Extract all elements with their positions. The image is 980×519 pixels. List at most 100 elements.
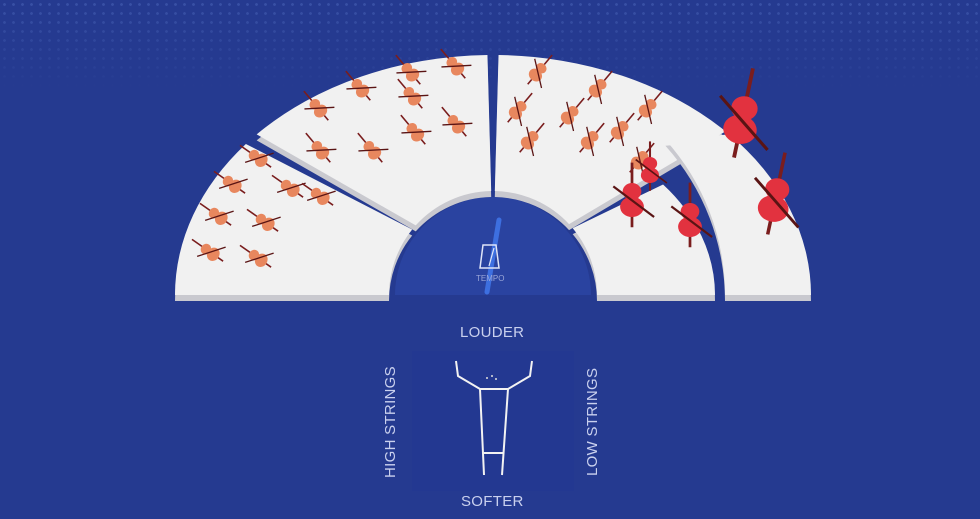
instrument-icon[interactable]	[295, 83, 338, 128]
bow	[526, 126, 535, 157]
instrument-icon[interactable]	[234, 135, 279, 176]
instrument-body-upper	[567, 105, 579, 117]
tempo-label: TEMPO	[476, 274, 505, 283]
instrument-icon[interactable]	[433, 99, 476, 144]
camera-pose-view	[412, 351, 574, 491]
softer-label: SOFTER	[461, 493, 524, 510]
instrument-icon[interactable]	[297, 125, 340, 170]
metronome-icon	[479, 244, 500, 269]
instrument-icon[interactable]	[194, 193, 239, 234]
instrument-icon[interactable]	[296, 173, 341, 214]
bow	[612, 185, 655, 218]
instrument-body-upper	[200, 243, 212, 255]
bow	[441, 64, 472, 68]
instrument-body-upper	[363, 140, 375, 152]
bow	[718, 94, 769, 151]
instrument-icon[interactable]	[612, 162, 655, 228]
instrument-body-upper	[208, 207, 220, 219]
bow	[244, 252, 274, 264]
bow	[358, 148, 389, 152]
instrument-icon[interactable]	[708, 63, 783, 164]
bow	[304, 106, 335, 110]
instrument-body-upper	[248, 149, 260, 161]
stage-section-basses[interactable]	[665, 134, 811, 295]
instrument-icon[interactable]	[579, 64, 622, 109]
bow	[442, 122, 473, 126]
bow	[670, 205, 713, 238]
instrument-body-upper	[527, 130, 539, 142]
baton	[484, 217, 502, 295]
instrument-body-upper	[595, 78, 607, 90]
instrument-body-upper	[309, 98, 321, 110]
instrument-icon[interactable]	[601, 106, 644, 151]
instrument-body-lower	[757, 195, 789, 222]
instrument-icon[interactable]	[499, 86, 542, 131]
instrument-icon[interactable]	[241, 199, 286, 240]
bow	[306, 148, 337, 152]
dotted-background	[0, 0, 980, 90]
instrument-icon[interactable]	[337, 63, 380, 108]
bow	[534, 58, 543, 89]
instrument-body-upper	[447, 114, 459, 126]
bow	[753, 176, 800, 229]
bow	[396, 70, 427, 74]
pose-skeleton	[455, 360, 533, 476]
bow	[594, 74, 603, 105]
bow	[586, 126, 595, 157]
bow	[635, 158, 668, 184]
instrument-body-upper	[587, 130, 599, 142]
instrument-icon[interactable]	[392, 107, 435, 152]
bow	[514, 96, 523, 127]
instrument-icon[interactable]	[349, 125, 392, 170]
instrument-icon[interactable]	[208, 161, 253, 202]
instrument-icon[interactable]	[511, 116, 554, 161]
bow	[566, 101, 575, 132]
louder-label: LOUDER	[460, 324, 525, 341]
instrument-icon[interactable]	[670, 182, 713, 248]
high-strings-label: HIGH STRINGS	[382, 366, 399, 478]
instrument-body-upper	[248, 249, 260, 261]
instrument-icon[interactable]	[744, 148, 813, 241]
stage-section-violins-1[interactable]	[256, 55, 492, 226]
bow	[346, 86, 377, 90]
instrument-body-upper	[351, 78, 363, 90]
instrument-body-upper	[255, 213, 267, 225]
bow	[218, 178, 248, 190]
bow	[244, 152, 274, 164]
instrument-body-lower	[723, 114, 757, 144]
instrument-body-upper	[642, 157, 658, 170]
stage-section-violas[interactable]	[494, 55, 726, 225]
instrument-icon[interactable]	[519, 48, 562, 93]
bow	[251, 216, 281, 228]
instrument-icon[interactable]	[186, 229, 231, 270]
instrument-icon[interactable]	[629, 84, 672, 129]
instrument-body-upper	[280, 179, 292, 191]
instrument-body-upper	[222, 175, 234, 187]
instrument-icon[interactable]	[432, 41, 475, 86]
instrument-icon[interactable]	[387, 47, 430, 92]
bow	[398, 94, 429, 98]
low-strings-label: LOW STRINGS	[584, 367, 601, 476]
instrument-body-upper	[310, 187, 322, 199]
instrument-body-upper	[446, 56, 458, 68]
instrument-icon[interactable]	[551, 91, 594, 136]
instrument-body-upper	[617, 120, 629, 132]
bow	[616, 116, 625, 147]
instrument-body-lower	[640, 167, 660, 183]
instrument-icon[interactable]	[571, 116, 614, 161]
instrument-icon[interactable]	[266, 165, 311, 206]
instrument-body-upper	[403, 86, 415, 98]
bow	[306, 190, 336, 202]
instrument-body-upper	[535, 62, 547, 74]
instrument-body-lower	[678, 216, 702, 237]
instrument-body-upper	[645, 98, 657, 110]
instrument-body-upper	[515, 100, 527, 112]
instrument-icon[interactable]	[234, 235, 279, 276]
instrument-icon[interactable]	[635, 141, 668, 191]
metronome-arm	[488, 247, 495, 267]
instrument-body-upper	[311, 140, 323, 152]
instrument-icon[interactable]	[389, 71, 432, 116]
bow	[196, 246, 226, 258]
instrument-body-upper	[401, 62, 413, 74]
